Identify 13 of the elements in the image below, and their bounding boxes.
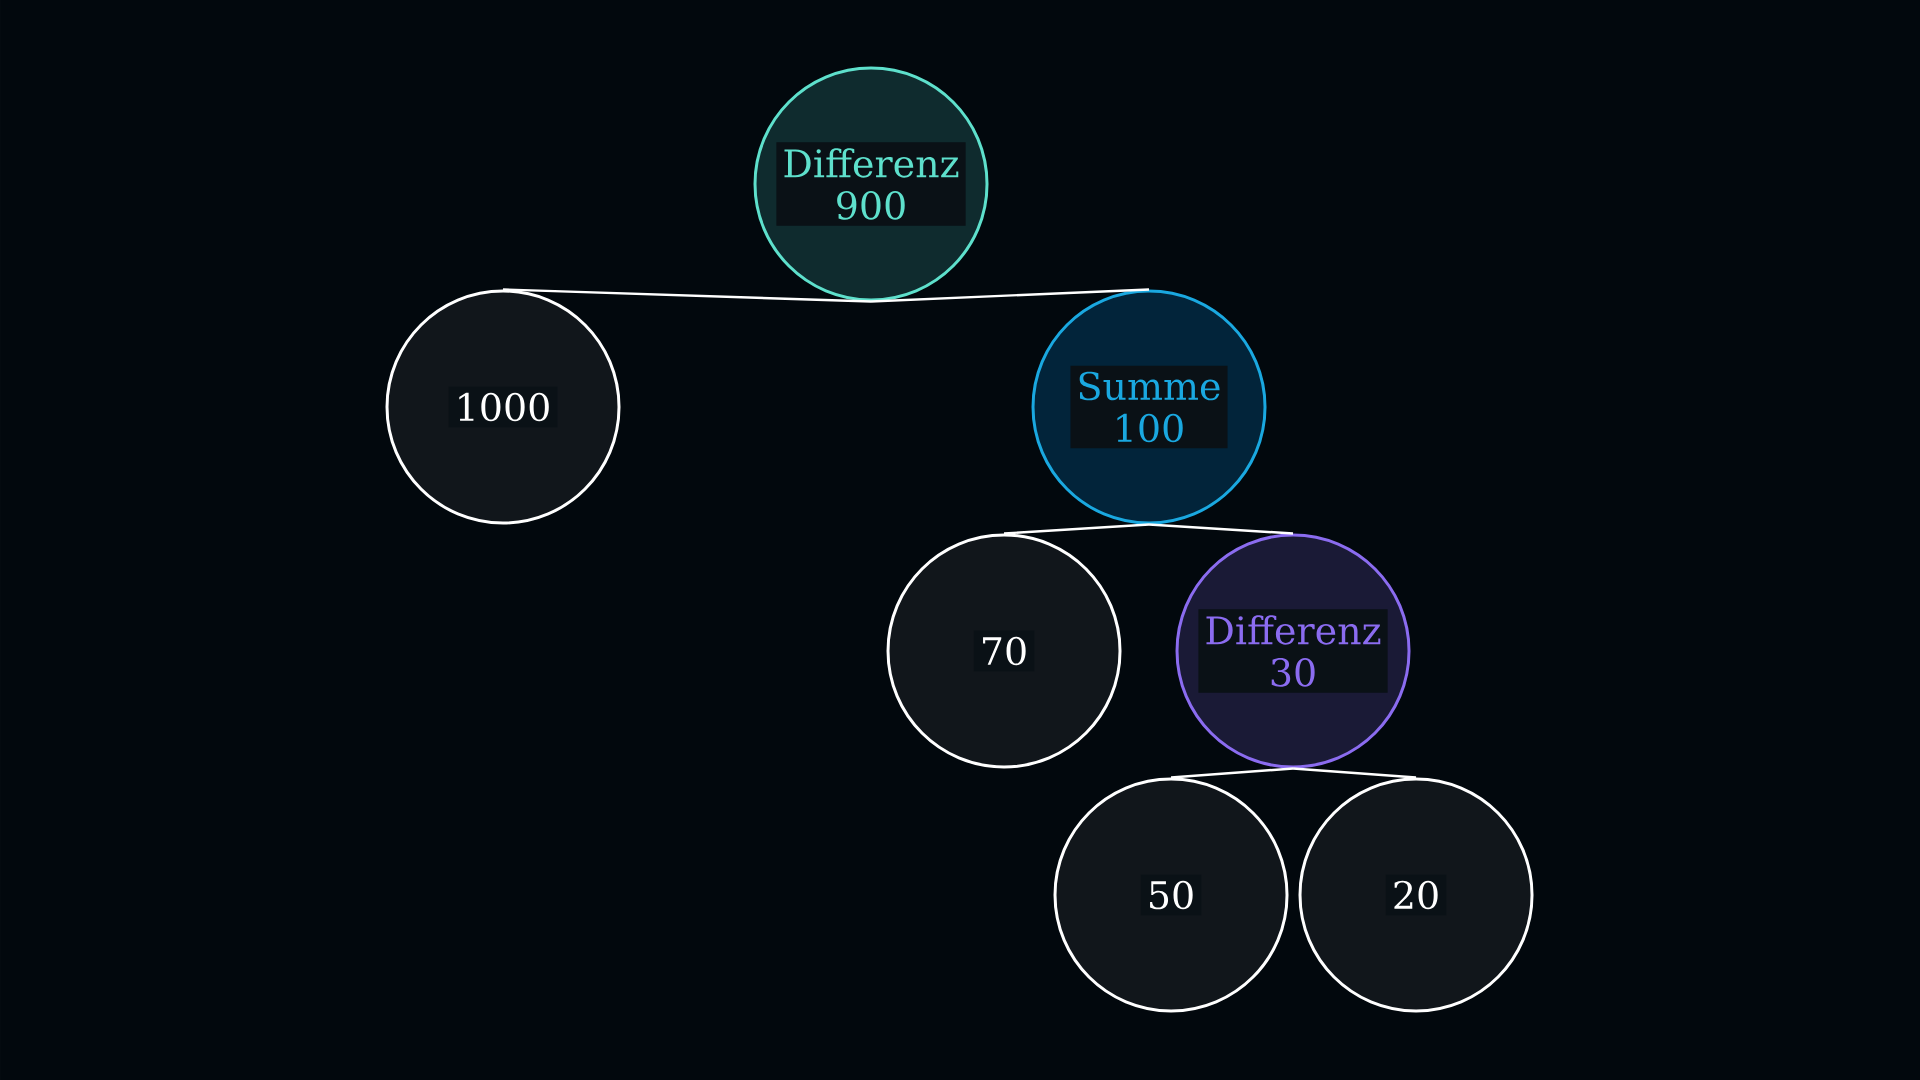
connector-line bbox=[1148, 523, 1294, 535]
connector-line bbox=[502, 288, 872, 303]
connector-line bbox=[1292, 767, 1417, 779]
tree-node: Summe 100 bbox=[1031, 289, 1267, 525]
tree-node: 20 bbox=[1298, 777, 1534, 1013]
tree-node: Differenz 900 bbox=[753, 66, 989, 302]
connector-line bbox=[870, 288, 1150, 303]
connector-line bbox=[1170, 767, 1294, 779]
connector-line bbox=[1003, 523, 1150, 535]
tree-node: 50 bbox=[1053, 777, 1289, 1013]
tree-node: 1000 bbox=[385, 289, 621, 525]
tree-node: 70 bbox=[886, 533, 1122, 769]
tree-node: Differenz 30 bbox=[1175, 533, 1411, 769]
